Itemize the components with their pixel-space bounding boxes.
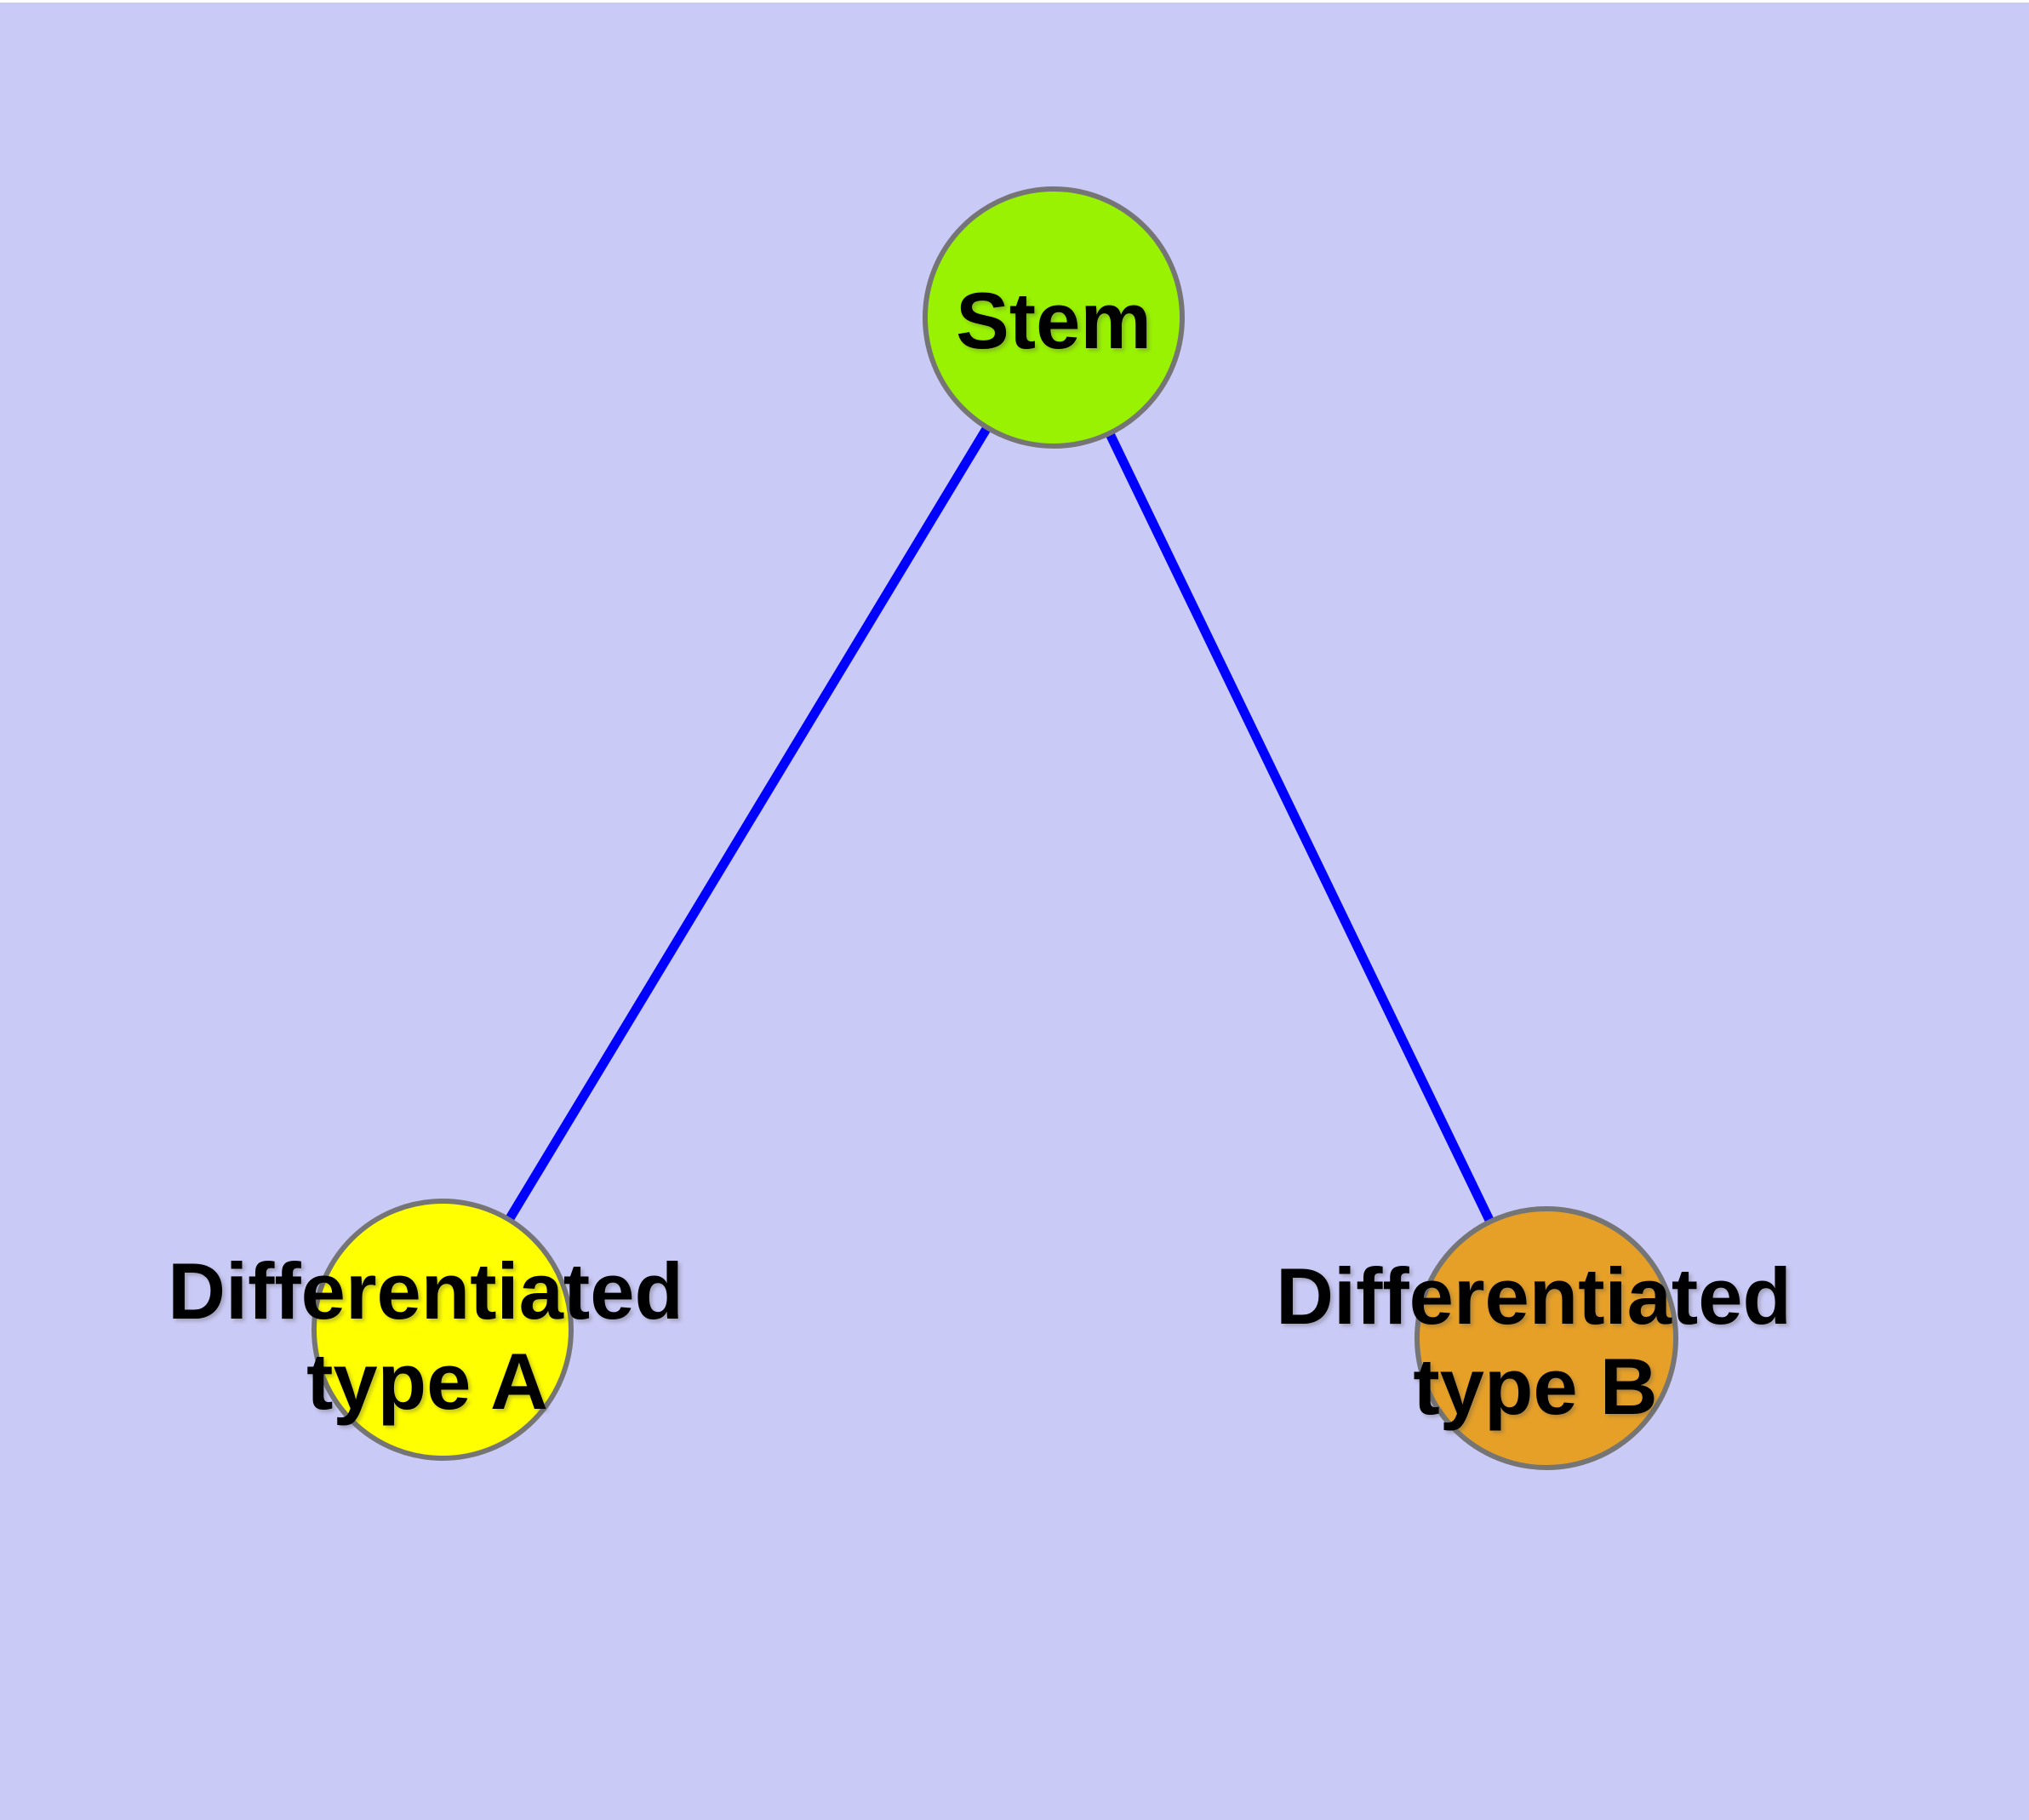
node-type-b-label-line1: Differentiated (1276, 1251, 1792, 1341)
node-differentiated-type-a (311, 1199, 574, 1461)
node-stem (923, 186, 1185, 449)
node-type-b-label-line2: type B (1413, 1342, 1657, 1431)
node-stem-label: Stem (956, 276, 1152, 365)
node-type-a-label-line2: type A (306, 1336, 548, 1426)
top-edge-strip (0, 0, 2029, 3)
node-differentiated-type-b (1415, 1206, 1678, 1470)
edge-stem-to-type-b (1049, 315, 1551, 1341)
node-type-a-label-line1: Differentiated (168, 1246, 683, 1336)
edge-stem-to-type-a (438, 315, 1058, 1332)
